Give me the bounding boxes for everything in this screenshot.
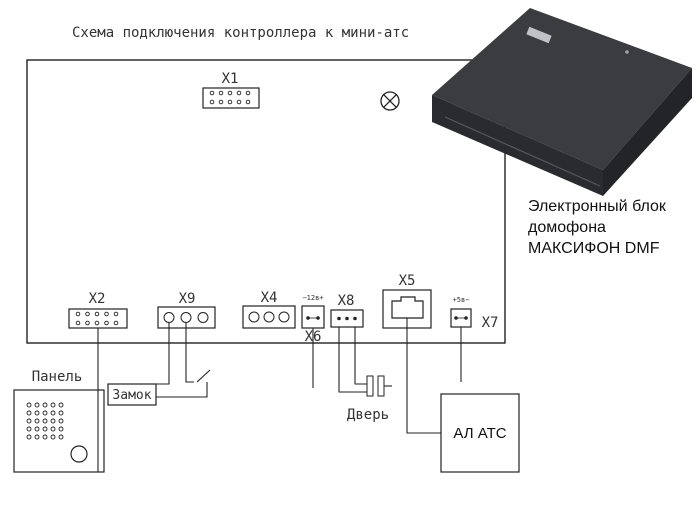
- pin-dot: [50, 410, 56, 416]
- pin-dot: [58, 426, 64, 432]
- wire-x5-pbx: [406, 318, 441, 434]
- connector-x6: [301, 305, 325, 329]
- call-panel: [13, 389, 105, 473]
- connector-x2-label: X2: [89, 291, 106, 307]
- pin-dot: [42, 410, 48, 416]
- pin-dot: [34, 418, 40, 424]
- pin-dot: [26, 410, 32, 416]
- wiring: [97, 318, 462, 472]
- pin-dot: [34, 426, 40, 432]
- product-caption-line2: домофона: [528, 219, 606, 236]
- door-label: Дверь: [347, 407, 389, 423]
- pin-dot: [42, 426, 48, 432]
- panel-label: Панель: [32, 369, 83, 385]
- pin-dot: [218, 90, 224, 96]
- pin-dot: [104, 311, 109, 317]
- wire-x8-door-b: [354, 327, 367, 385]
- pin-dot: [75, 311, 81, 317]
- pin-dot: [50, 418, 56, 424]
- pin-dot: [113, 311, 119, 317]
- connector-x4-label: X4: [261, 290, 278, 306]
- pin-dot: [58, 418, 64, 424]
- pin-dot: [58, 434, 64, 440]
- wire-switch-return: [156, 382, 208, 398]
- pin-dot: [34, 410, 40, 416]
- wire-switch-lock: [196, 369, 211, 383]
- pin-dot: [113, 320, 119, 326]
- pin-dot: [218, 99, 224, 105]
- pin-dot: [209, 99, 215, 105]
- pin-dot: [209, 90, 215, 96]
- connector-x7-voltage: +5в−: [453, 296, 470, 304]
- pin-dot: [104, 320, 109, 326]
- pin-dot: [34, 402, 40, 408]
- lock-label: Замок: [112, 388, 151, 403]
- controller-board: [26, 59, 506, 344]
- pin-dot: [245, 99, 251, 105]
- connector-x1-label: X1: [222, 71, 239, 87]
- connector-x8: [330, 309, 364, 328]
- connector-x6-voltage: −12в+: [302, 294, 323, 302]
- pin-dot: [236, 90, 242, 96]
- wire-x9-lock: [156, 322, 170, 385]
- pbx-label: АЛ АТС: [453, 425, 506, 442]
- wire-x9-switch: [185, 322, 194, 383]
- pin-dot: [42, 434, 48, 440]
- pin-dot: [50, 402, 56, 408]
- pin-dot: [227, 90, 233, 96]
- pin-dot: [26, 434, 32, 440]
- pin-dot: [94, 320, 100, 326]
- pin-dot: [58, 402, 64, 408]
- connector-x1-pins: [209, 90, 251, 105]
- pin-dot: [236, 99, 242, 105]
- speaker-grille-icon: [26, 402, 64, 440]
- connector-x7-label: X7: [482, 315, 499, 331]
- connector-x5-label: X5: [399, 273, 416, 289]
- pin-dot: [42, 402, 48, 408]
- pin-dot: [50, 434, 56, 440]
- wire-x8-door-a: [338, 327, 367, 393]
- door-contact-icon: [366, 375, 385, 397]
- product-caption-line3: МАКСИФОН DMF: [528, 240, 660, 257]
- pin-dot: [50, 426, 56, 432]
- connector-x8-label: X8: [338, 293, 355, 309]
- connector-x2: [68, 308, 128, 329]
- pin-dot: [75, 320, 81, 326]
- pin-dot: [58, 410, 64, 416]
- pin-dot: [26, 418, 32, 424]
- product-caption-line1: Электронный блок: [528, 198, 667, 215]
- pin-dot: [245, 90, 251, 96]
- pin-dot: [34, 434, 40, 440]
- indicator-lamp-icon: [380, 91, 400, 111]
- pin-dot: [85, 320, 90, 326]
- pin-dot: [42, 418, 48, 424]
- device-photo: [432, 8, 692, 196]
- pin-dot: [85, 311, 90, 317]
- pin-dot: [227, 99, 233, 105]
- connector-x7: [450, 308, 472, 328]
- connector-x1: [202, 87, 260, 109]
- connector-x4: [242, 305, 296, 329]
- pin-dot: [26, 426, 32, 432]
- connector-x9-label: X9: [179, 291, 196, 307]
- pin-dot: [26, 402, 32, 408]
- diagram-title: Схема подключения контроллера к мини-атс: [72, 25, 409, 41]
- lock-box: [107, 383, 157, 406]
- connector-x2-pins: [75, 311, 119, 326]
- pin-dot: [94, 311, 100, 317]
